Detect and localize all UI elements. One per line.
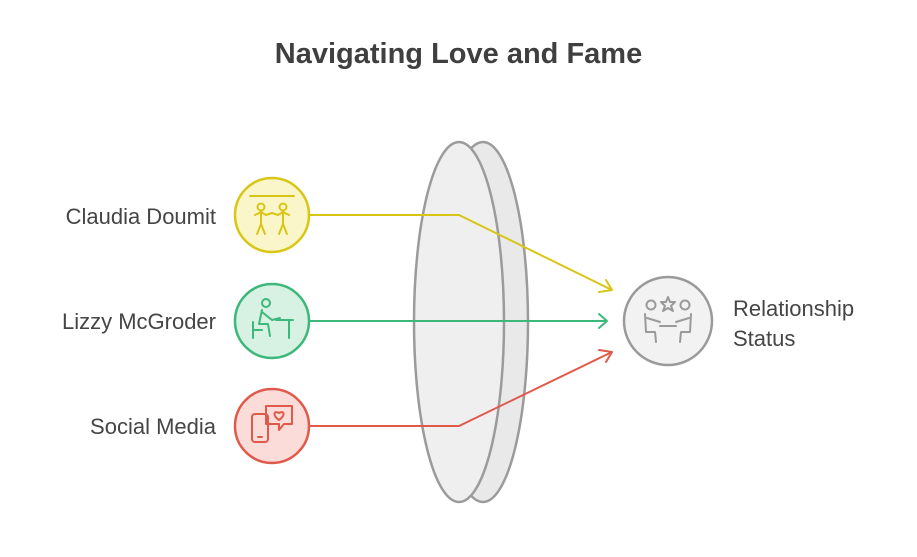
input-node-claudia-doumit [233, 176, 311, 254]
input-label-claudia-doumit: Claudia Doumit [65, 204, 216, 229]
output-label: Relationship Status [733, 294, 854, 354]
dancing-couple-icon [249, 195, 295, 235]
phone-heart-message-icon [251, 405, 293, 443]
arrowhead-lizzy-mcgroder [598, 313, 608, 329]
input-node-lizzy-mcgroder [233, 282, 311, 360]
connector-social-media [310, 351, 613, 427]
input-label-lizzy-mcgroder: Lizzy McGroder [61, 309, 216, 334]
person-at-desk-icon [252, 298, 294, 339]
output-label-line1: Relationship [733, 296, 855, 321]
arrowhead-social-media [598, 349, 613, 363]
arrowhead-claudia-doumit [598, 279, 613, 293]
output-node-relationship-status [622, 275, 714, 367]
connector-claudia-doumit [310, 214, 613, 291]
input-node-social-media [233, 387, 311, 465]
two-people-talking-icon [644, 296, 692, 343]
diagram-title: Navigating Love and Fame [274, 38, 643, 70]
output-label-line2: Status [733, 326, 796, 351]
input-label-social-media: Social Media [90, 414, 216, 439]
